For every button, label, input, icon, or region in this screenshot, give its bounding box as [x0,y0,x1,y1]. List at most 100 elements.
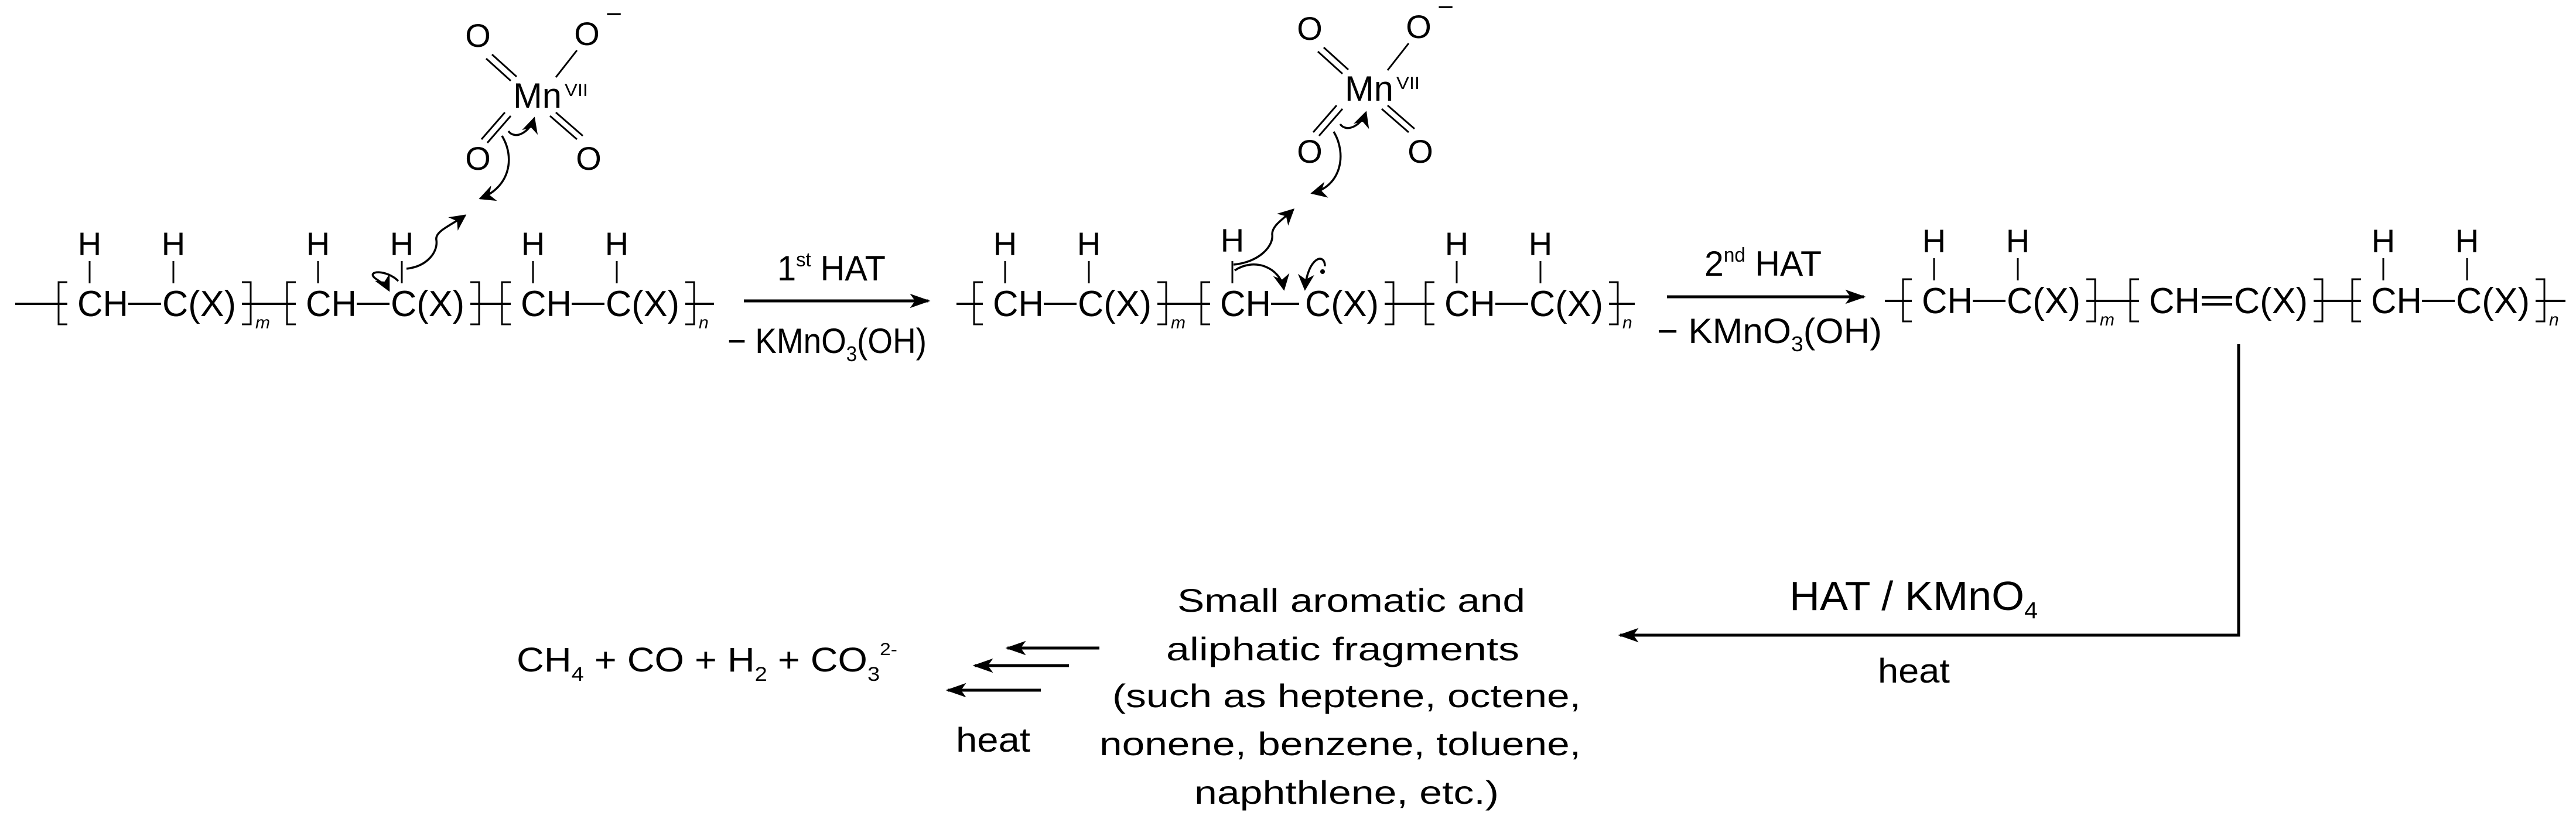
bracket-open [2351,278,2361,323]
bracket-close [1609,281,1619,325]
step3-condition: heat [1878,652,1950,690]
hydrogen-label: H [2372,222,2395,259]
bracket-open [501,281,511,325]
bracket-open [57,281,67,325]
hydrogen-label: H [1077,225,1101,262]
repeat-unit: CH C(X) H Hn [2351,222,2559,330]
repeat-subscript: m [1171,313,1185,333]
oxidation-state: VII [565,81,588,100]
bracket-close [242,281,252,325]
fragments-line-1: Small aromatic and [1177,582,1525,619]
bracket-close [1157,281,1167,325]
oxygen-bottom-left: O [1297,133,1323,170]
electron-flow-arrows [371,116,538,292]
fragments-line-2: aliphatic fragments [1166,630,1519,667]
bracket-open [1424,281,1434,325]
repeat-unit: CH C(X) H [1200,222,1395,325]
bracket-open [2129,278,2139,323]
repeat-subscript: n [699,313,709,333]
ch-group: CH [1444,284,1495,324]
hydrogen-label: H [993,225,1017,262]
oxygen-top-right: O [1406,8,1432,45]
bracket-close [685,281,695,325]
hydrogen-label: H [1922,222,1946,259]
permanganate-1: Mn VII O O − O O [371,0,622,292]
negative-charge: − [1437,0,1454,23]
step4-arrows: heat [945,640,1099,759]
electron-flow-arrows [1310,111,1369,198]
hydrogen-label: H [521,225,545,262]
mn-label: Mn [513,76,562,115]
hydrogen-label: H [1445,225,1468,262]
hydrogen-label: H [2006,222,2030,259]
ch-group: CH [77,284,128,324]
bracket-open [1902,278,1912,323]
hydrogen-label: H [605,225,628,262]
repeat-subscript: n [2549,310,2559,330]
repeat-subscript: m [255,313,270,333]
bracket-close [470,281,480,325]
bracket-close [2536,278,2546,323]
bracket-close [2314,278,2324,323]
ch-group: CH [993,284,1044,324]
cx-group: C(X) [162,284,236,324]
fragments-line-4: nonene, benzene, toluene, [1099,725,1581,762]
repeat-unit: CH C(X) H Hm [57,225,270,333]
cx-group: C(X) [2456,281,2530,321]
hydrogen-label: H [1221,222,1244,259]
bracket-open [1200,281,1210,325]
hydrogen-label: H [78,225,101,262]
mn-label: Mn [1345,69,1393,108]
cx-group: C(X) [1078,284,1152,324]
oxygen-top-right: O [574,15,600,52]
polymer-chains: CH C(X) H Hm CH C(X) H H CH C(X) H Hn CH C(X) H Hm CH C(X… [15,222,2565,333]
repeat-unit: CH C(X) H H [286,225,480,325]
step1-byproduct: − KMnO3(OH) [727,321,927,366]
cx-group: C(X) [391,284,464,324]
hydrogen-label: H [390,225,414,262]
ch-group: CH [2149,281,2200,321]
step1-arrow: 1st HAT − KMnO3(OH) [727,249,931,366]
oxygen-top-left: O [465,17,491,54]
cx-group: C(X) [1305,284,1379,324]
repeat-unit: CH C(X) [2129,278,2324,323]
repeat-unit: CH C(X) H Hm [973,225,1185,333]
mn-o-bonds [1312,43,1415,136]
oxygen-bottom-right: O [1407,133,1433,170]
mn-o-bonds [480,50,583,143]
hydrogen-label: H [162,225,185,262]
ch-group: CH [521,284,572,324]
step2-label: 2nd HAT [1704,244,1822,283]
ch-group: CH [1220,284,1271,324]
ch-group: CH [1922,281,1973,321]
ch-group: CH [2371,281,2422,321]
ch-group: CH [306,284,357,324]
oxygen-bottom-right: O [576,140,602,177]
repeat-subscript: m [2100,310,2114,330]
oxygen-top-left: O [1297,10,1323,47]
cx-group: C(X) [1529,284,1603,324]
repeat-unit: CH C(X) H Hn [501,225,709,333]
hydrogen-label: H [1529,225,1552,262]
bracket-open [286,281,296,325]
cx-group: C(X) [606,284,679,324]
cx-group: C(X) [2234,281,2308,321]
bracket-open [973,281,983,325]
radical-dot [1320,269,1325,274]
hydrogen-label: H [2455,222,2479,259]
step1-label: 1st HAT [777,249,886,288]
fragments-line-5: naphthlene, etc.) [1194,774,1499,811]
hydrogen-label: H [306,225,330,262]
oxygen-bottom-left: O [465,140,491,177]
fragments-text: Small aromatic and aliphatic fragments (… [1099,582,1581,811]
electron-flow-arrows-step2 [1233,208,1326,291]
